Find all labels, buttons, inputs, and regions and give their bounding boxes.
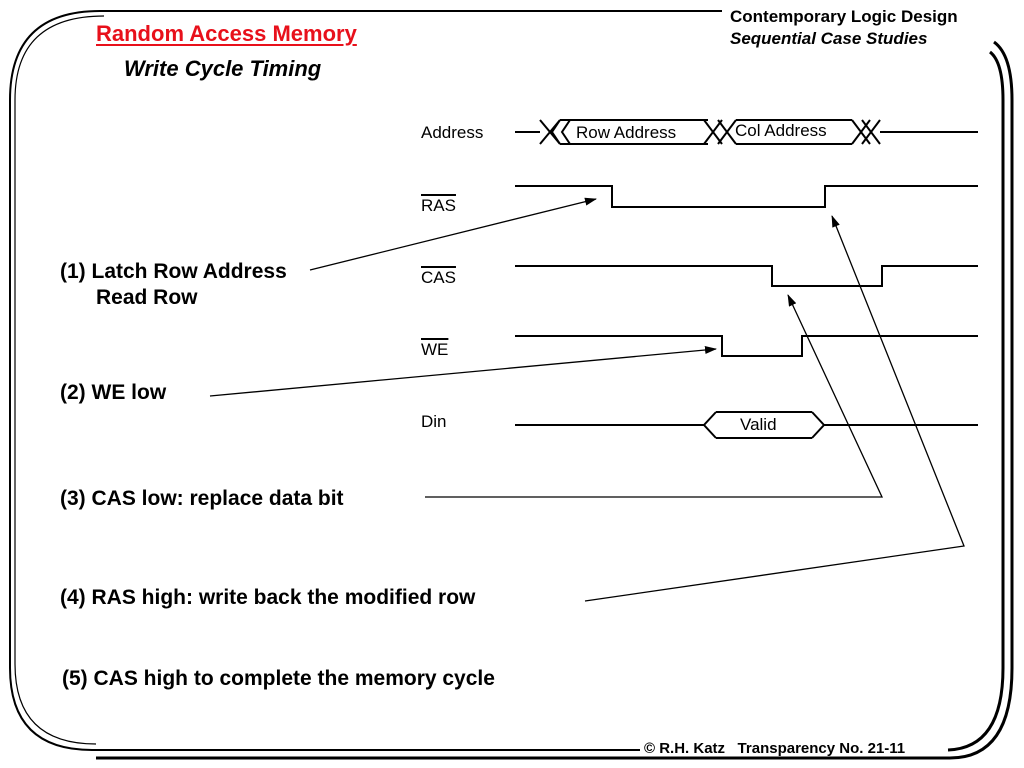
course-title: Contemporary Logic Design	[730, 7, 958, 26]
arrow-cas-low	[425, 294, 884, 498]
bus-label-valid: Valid	[740, 415, 777, 434]
address-waveform	[515, 119, 978, 145]
step-4: (4) RAS high: write back the modified ro…	[60, 586, 476, 609]
cas-waveform	[515, 265, 978, 287]
slide-border	[9, 10, 1014, 760]
step-3: (3) CAS low: replace data bit	[60, 487, 344, 510]
step-1-line-1: (1) Latch Row Address	[60, 260, 287, 283]
signal-label-ras: RAS	[421, 196, 456, 215]
slide-subtitle: Write Cycle Timing	[124, 56, 322, 81]
ras-waveform	[515, 185, 978, 208]
arrow-we-low	[209, 346, 717, 397]
slide-footer: © R.H. Katz Transparency No. 21-11	[644, 740, 906, 757]
callout-arrows	[209, 197, 965, 602]
course-subtitle: Sequential Case Studies	[730, 29, 928, 48]
arrow-latch-row	[309, 197, 597, 271]
step-2: (2) WE low	[60, 381, 167, 404]
signal-label-we: WE	[421, 340, 449, 359]
bus-label-row-address: Row Address	[576, 123, 677, 142]
step-1-line-2: Read Row	[96, 286, 198, 309]
bus-label-col-address: Col Address	[735, 121, 827, 140]
step-5: (5) CAS high to complete the memory cycl…	[62, 667, 495, 690]
signal-label-cas: CAS	[421, 268, 456, 287]
din-waveform	[515, 411, 978, 439]
signal-label-din: Din	[421, 412, 447, 431]
we-waveform	[515, 335, 978, 357]
arrow-ras-high	[584, 215, 965, 602]
signal-label-address: Address	[421, 123, 484, 142]
slide-title: Random Access Memory	[96, 21, 357, 46]
